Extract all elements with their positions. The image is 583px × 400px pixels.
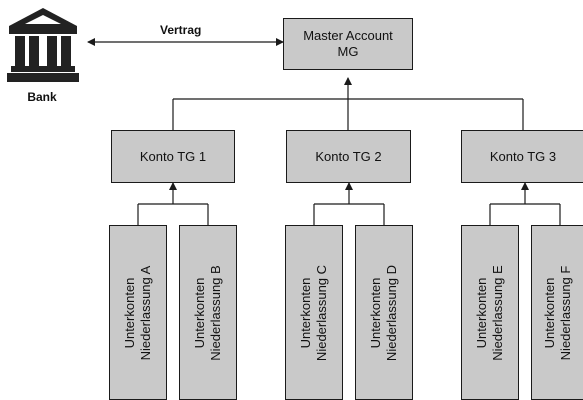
sub-account-b-box: Unterkonten Niederlassung B (179, 225, 237, 400)
konto-tg-3-label: Konto TG 3 (489, 148, 557, 164)
konto-tg-3-box: Konto TG 3 (461, 130, 583, 183)
sub-account-f-line2: Niederlassung F (558, 265, 573, 360)
master-account-subtitle: MG (337, 44, 359, 59)
master-account-title: Master Account (303, 28, 393, 43)
sub-account-d-line2: Niederlassung D (384, 264, 399, 361)
sub-account-e-box: Unterkonten Niederlassung E (461, 225, 519, 400)
sub-account-a-box: Unterkonten Niederlassung A (109, 225, 167, 400)
sub-account-d-line1: Unterkonten (368, 277, 383, 348)
sub-account-a-line1: Unterkonten (122, 277, 137, 348)
sub-account-b-line1: Unterkonten (192, 277, 207, 348)
master-account-box: Master Account MG (283, 18, 413, 70)
contract-label: Vertrag (160, 23, 202, 37)
bank-label: Bank (27, 90, 57, 104)
sub-account-e-line2: Niederlassung E (490, 264, 505, 361)
sub-account-f-line1: Unterkonten (542, 277, 557, 348)
sub-account-a-line2: Niederlassung A (138, 265, 153, 360)
sub-account-b-line2: Niederlassung B (208, 264, 223, 361)
konto-tg-1-label: Konto TG 1 (139, 148, 207, 164)
konto-tg-1-box: Konto TG 1 (111, 130, 235, 183)
sub-account-c-line1: Unterkonten (298, 277, 313, 348)
sub-account-c-line2: Niederlassung C (314, 264, 329, 361)
sub-account-e-line1: Unterkonten (474, 277, 489, 348)
konto-tg-2-label: Konto TG 2 (315, 148, 382, 164)
konto-tg-2-box: Konto TG 2 (286, 130, 411, 183)
sub-account-c-box: Unterkonten Niederlassung C (285, 225, 343, 400)
sub-account-d-box: Unterkonten Niederlassung D (355, 225, 413, 400)
sub-account-f-box: Unterkonten Niederlassung F (531, 225, 583, 400)
bank-building-icon (7, 8, 79, 82)
